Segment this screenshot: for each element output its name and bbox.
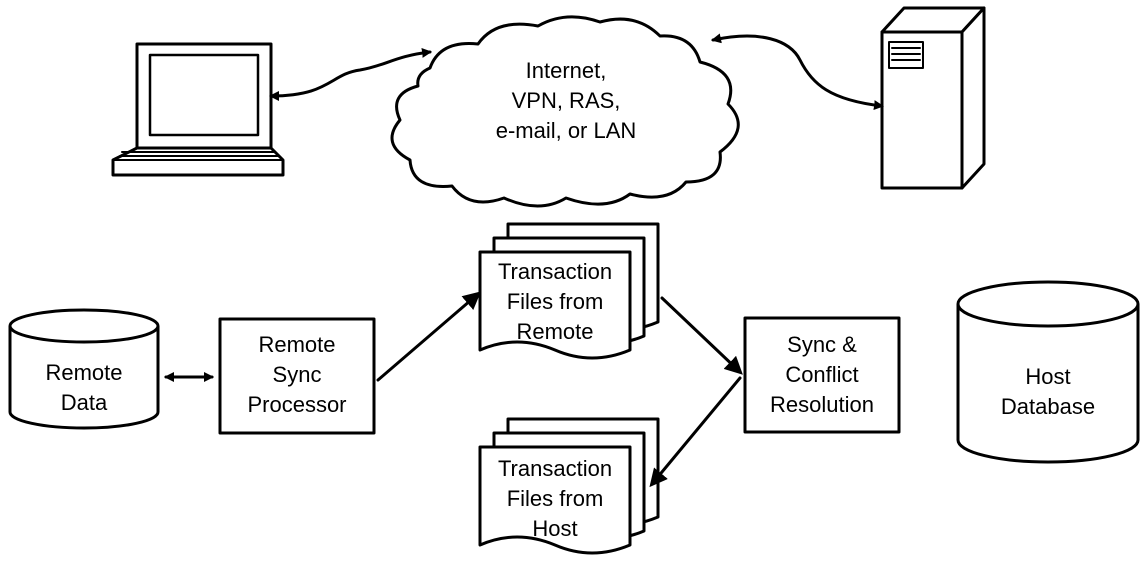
tx-remote-label-line3: Remote: [516, 319, 593, 344]
host-db-label-line1: Host: [1025, 364, 1070, 389]
sync-conflict-label-line3: Resolution: [770, 392, 874, 417]
tx-host-label-line1: Transaction: [498, 456, 612, 481]
tx-remote-label-line1: Transaction: [498, 259, 612, 284]
cloud-label-line1: Internet,: [526, 58, 607, 83]
network-cloud: Internet, VPN, RAS, e-mail, or LAN: [390, 15, 740, 208]
cloud-label-line2: VPN, RAS,: [512, 88, 621, 113]
laptop-cloud-connector: [269, 47, 432, 101]
transaction-files-host-stack: Transaction Files from Host: [478, 417, 660, 555]
remote-data-cylinder: Remote Data: [8, 308, 160, 430]
remote-sync-label-line2: Sync: [273, 362, 322, 387]
cloud-server-connector: [711, 33, 884, 111]
sync-conflict-label-line2: Conflict: [785, 362, 858, 387]
remote-sync-label-line3: Processor: [247, 392, 346, 417]
sync-conflict-label-line1: Sync &: [787, 332, 857, 357]
transaction-files-remote-stack: Transaction Files from Remote: [478, 222, 660, 360]
remote-files-to-conflict-arrow: [660, 296, 743, 375]
host-db-label-line2: Database: [1001, 394, 1095, 419]
sync-to-remote-files-arrow: [376, 291, 482, 382]
tx-host-label-line2: Files from: [507, 486, 604, 511]
server-icon: [880, 6, 986, 190]
cloud-label-line3: e-mail, or LAN: [496, 118, 637, 143]
laptop-icon: [111, 42, 285, 177]
remote-data-label-line1: Remote: [45, 360, 122, 385]
tx-host-label-line3: Host: [532, 516, 577, 541]
sync-conflict-resolution-box: Sync & Conflict Resolution: [743, 316, 901, 434]
remote-sync-label-line1: Remote: [258, 332, 335, 357]
remote-data-label-line2: Data: [61, 390, 108, 415]
conflict-to-host-files-arrow: [649, 376, 742, 488]
host-database-cylinder: Host Database: [956, 280, 1140, 464]
remote-sync-processor-box: Remote Sync Processor: [218, 317, 376, 435]
tx-remote-label-line2: Files from: [507, 289, 604, 314]
